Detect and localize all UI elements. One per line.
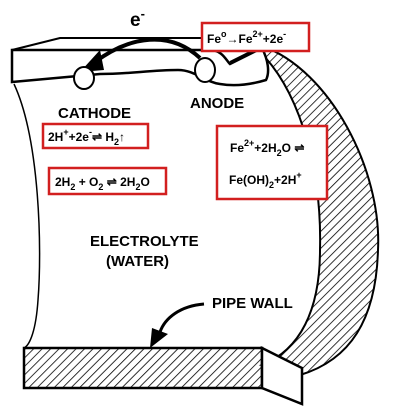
iron-hydroxide-equation-box: [215, 124, 329, 201]
cathode-site: [73, 66, 95, 90]
electrolyte-boundary: [13, 83, 41, 349]
cathode-equation: 2H++2e-⇌ H2↑: [48, 127, 125, 147]
cathode-equation-box: [41, 122, 150, 150]
pipe-wall-pointer: [158, 302, 205, 333]
water-label: (WATER): [106, 253, 169, 270]
pipe-wall-arrowhead: [150, 328, 168, 348]
pipe-wall-curve: [256, 44, 380, 377]
oxygen-equation-box: [47, 166, 168, 196]
iron-equation-line2: Fe(OH)2+2H+: [229, 170, 302, 190]
anode-site: [194, 57, 216, 83]
cathode-label: CATHODE: [58, 105, 131, 122]
top-wall-slab: [10, 46, 270, 87]
iron-equation-line1: Fe2++2H2O ⇌: [230, 138, 304, 158]
anode-equation: Feo→Fe2++2e-: [207, 29, 286, 46]
electron-label: e-: [130, 6, 145, 31]
electron-flow-arrow: [93, 37, 202, 64]
anode-equation-box: [200, 21, 311, 53]
electrolyte-label: ELECTROLYTE: [90, 233, 199, 250]
bottom-wall-hatch: [22, 346, 264, 390]
bottom-wall-end: [260, 345, 304, 406]
oxygen-equation: 2H2 + O2 ⇌ 2H2O: [55, 175, 150, 192]
anode-label: ANODE: [190, 95, 244, 112]
pipe-wall-label: PIPE WALL: [212, 295, 293, 312]
